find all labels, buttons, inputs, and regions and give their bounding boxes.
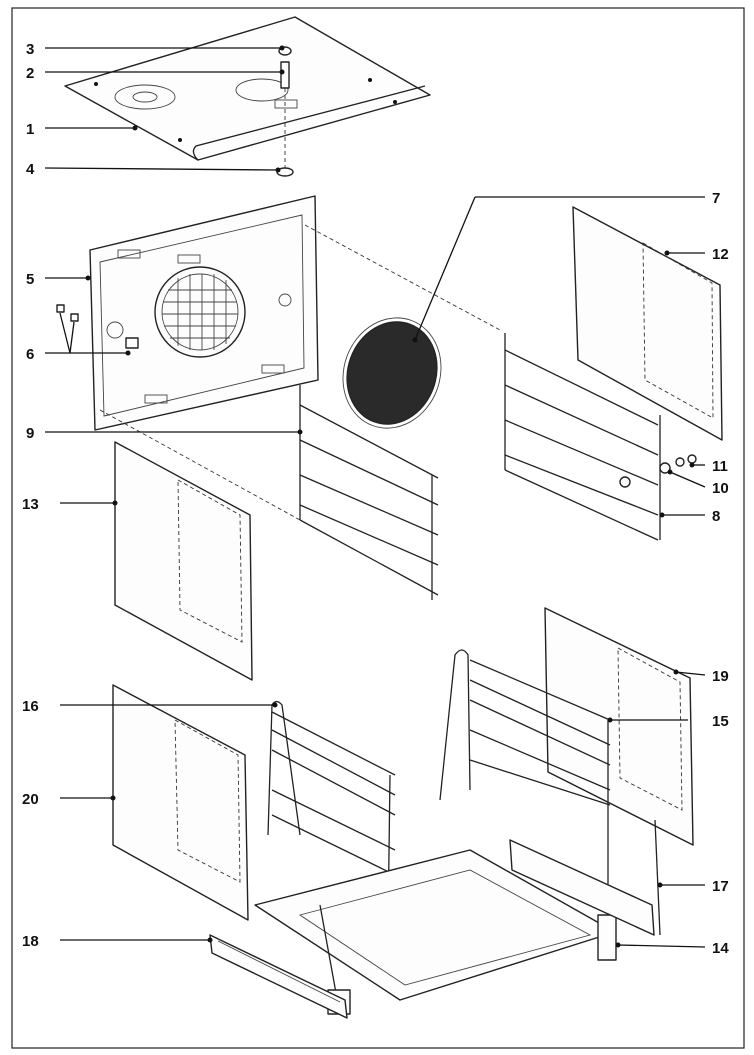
callout-11: 11 — [712, 458, 728, 475]
callout-3: 3 — [26, 41, 34, 58]
screw-pair — [56, 304, 139, 349]
callout-7: 7 — [712, 190, 720, 207]
rear-fan-grille — [162, 274, 238, 350]
leader-lines — [44, 45, 706, 948]
callout-10: 10 — [712, 480, 729, 497]
alignment-line — [99, 409, 301, 521]
callout-12: 12 — [712, 246, 729, 263]
alignment-line — [304, 224, 501, 331]
right-shelf-runner — [504, 333, 661, 541]
callout-8: 8 — [712, 508, 720, 525]
callout-4: 4 — [26, 161, 35, 178]
side-hardware — [619, 454, 697, 488]
callout-20: 20 — [22, 791, 39, 808]
callout-6: 6 — [26, 346, 34, 363]
lower-right-liner — [544, 607, 694, 846]
callout-16: 16 — [22, 698, 39, 715]
right-side-liner — [572, 206, 723, 441]
callout-5: 5 — [26, 271, 34, 288]
right-rail — [509, 819, 661, 936]
left-side-liner — [114, 441, 253, 681]
left-shelf-runner — [299, 385, 439, 600]
callout-15: 15 — [712, 713, 729, 730]
lower-left-liner — [112, 684, 249, 921]
callout-labels: 3 2 1 4 5 6 7 12 9 11 10 8 13 19 16 15 2… — [22, 41, 729, 957]
lower-right-runner — [439, 649, 611, 940]
callout-1: 1 — [26, 121, 34, 138]
callout-18: 18 — [22, 933, 39, 950]
diagram-border — [11, 7, 745, 1049]
callout-13: 13 — [22, 496, 39, 513]
left-rail — [209, 934, 348, 1019]
callout-14: 14 — [712, 940, 729, 957]
callout-17: 17 — [712, 878, 729, 895]
rear-panel — [89, 195, 319, 431]
top-plate — [64, 16, 431, 161]
callout-19: 19 — [712, 668, 729, 685]
callout-9: 9 — [26, 425, 34, 442]
callout-2: 2 — [26, 65, 34, 82]
fan-filter — [342, 317, 442, 429]
